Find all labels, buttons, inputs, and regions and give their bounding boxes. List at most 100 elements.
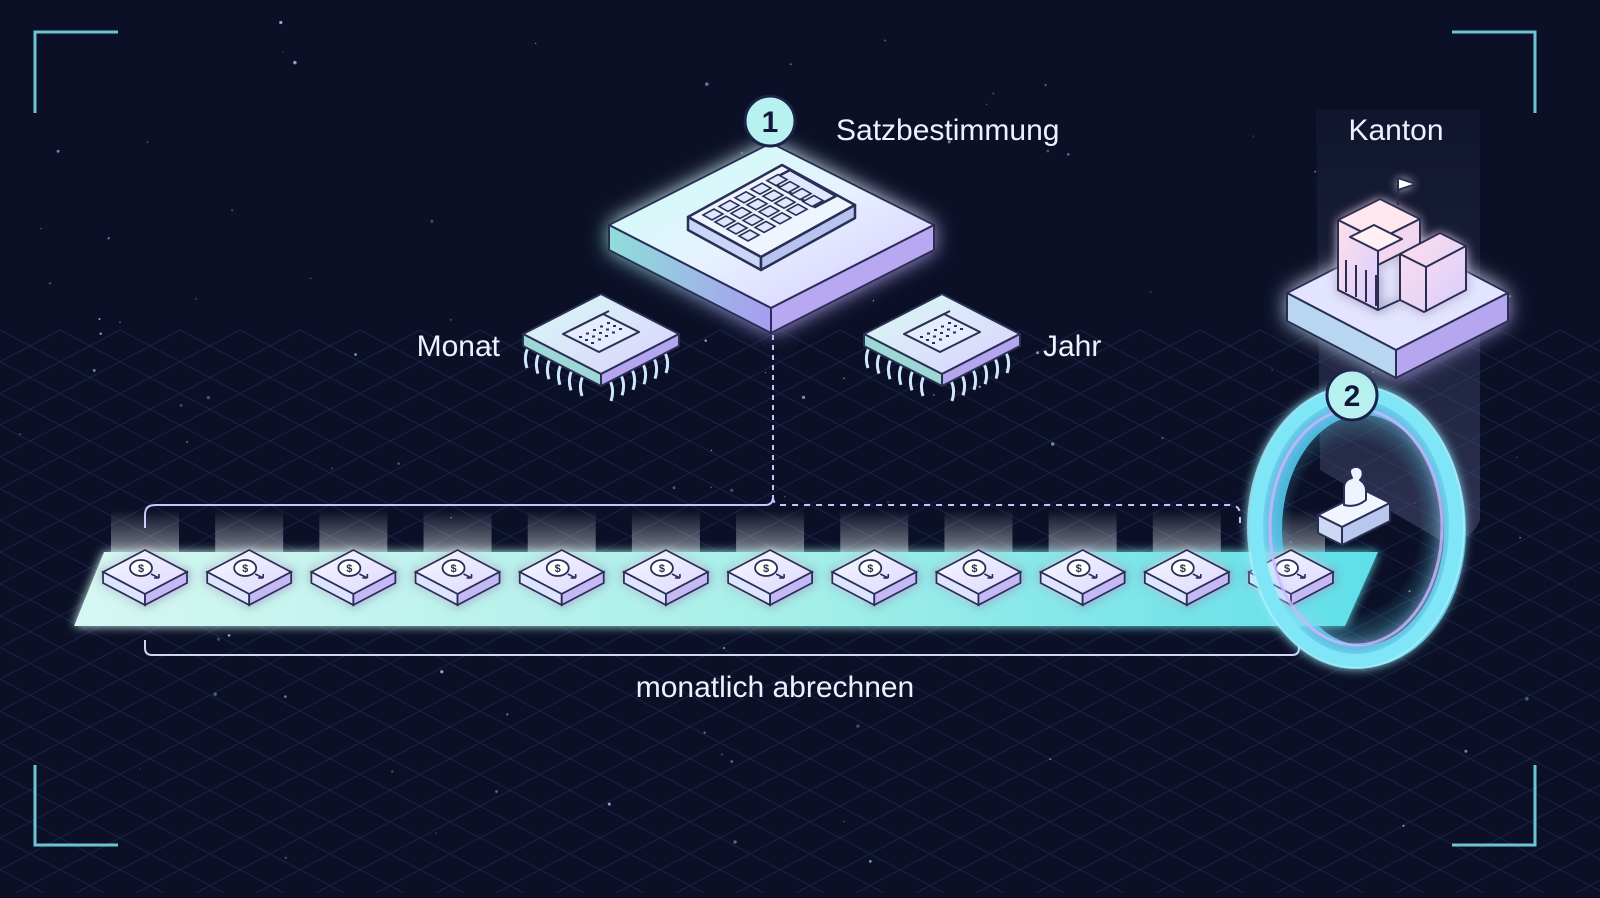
star — [1525, 697, 1529, 701]
star — [872, 300, 875, 302]
payment-tile-side — [1185, 570, 1230, 607]
calculator-key — [769, 211, 793, 225]
star — [1508, 295, 1512, 298]
calculator-key — [773, 196, 797, 210]
grid-line — [0, 329, 481, 585]
dollar-sign: $ — [346, 563, 352, 575]
grid-line — [0, 869, 45, 894]
star — [48, 281, 52, 285]
arrow — [984, 573, 994, 579]
star — [740, 151, 744, 155]
star — [282, 51, 284, 53]
star — [1314, 170, 1317, 173]
star — [723, 646, 726, 650]
star — [1049, 758, 1051, 760]
star — [1516, 456, 1518, 458]
grid-line — [1515, 847, 1600, 894]
calendar-day — [605, 335, 608, 337]
star — [92, 368, 96, 372]
step-2-number: 2 — [1344, 380, 1361, 413]
dollar-sign: $ — [867, 563, 873, 575]
calendar-day — [947, 328, 950, 331]
arrow — [879, 573, 890, 579]
grid-line — [0, 742, 285, 894]
payment-tiles: $$$$$$$$$$$$ — [101, 548, 1335, 607]
star — [99, 332, 102, 335]
star — [710, 449, 713, 452]
dollar-sign: $ — [1284, 563, 1290, 575]
star — [720, 753, 724, 756]
dollar-payment-icon: $ — [309, 548, 398, 607]
calculator-key — [717, 199, 741, 213]
coin — [858, 559, 883, 577]
grid-line — [1335, 752, 1600, 894]
frame-corner-top-right — [1452, 30, 1537, 113]
arrow — [254, 573, 264, 579]
year-label: Jahr — [1043, 330, 1101, 363]
step-1-label: Satzbestimmung — [836, 114, 1059, 147]
calculator-keys — [701, 173, 825, 242]
calendar-year-chip-icon — [863, 293, 1021, 402]
star — [139, 768, 142, 770]
grid-line — [1035, 594, 1600, 894]
calculator-key — [785, 203, 809, 217]
calendar-header — [911, 310, 951, 331]
star — [884, 39, 887, 42]
grid-line — [0, 646, 465, 894]
star — [1402, 824, 1405, 827]
arrow — [463, 573, 473, 579]
star — [293, 60, 297, 65]
arrow — [775, 573, 785, 579]
star — [1036, 351, 1040, 355]
star — [19, 432, 22, 436]
dollar-sign: $ — [1180, 563, 1186, 575]
chip-side-right — [941, 333, 1021, 387]
calculator-key — [801, 194, 825, 208]
star — [216, 637, 221, 641]
calendar-day — [934, 329, 937, 331]
dollar-payment-icon: $ — [1142, 548, 1231, 607]
star — [231, 209, 234, 212]
star — [107, 237, 110, 240]
payment-tile-side — [144, 570, 188, 607]
calculator-key — [749, 182, 773, 196]
calculator-key — [757, 204, 781, 218]
calendar-month-chip-icon — [522, 293, 680, 402]
calendar-day — [585, 339, 588, 341]
arrow — [359, 573, 369, 579]
grid-line — [0, 329, 181, 426]
calendar-day — [926, 339, 929, 341]
step-1-number: 1 — [762, 106, 779, 139]
star — [195, 298, 197, 300]
grid-line — [1079, 329, 1600, 606]
grid-line — [1379, 329, 1600, 447]
calculator-key — [789, 187, 813, 201]
dollar-sign: $ — [242, 563, 248, 575]
calculator-key — [765, 173, 789, 187]
grid-line — [959, 329, 1600, 670]
payment-tile-side — [248, 570, 293, 607]
calendar-day — [598, 338, 601, 341]
star — [331, 467, 334, 470]
payment-tile-side — [873, 570, 918, 607]
payment-tile-side — [769, 570, 813, 607]
star — [704, 339, 707, 342]
frame-corner-bottom-right — [1452, 765, 1537, 847]
dollar-payment-icon: $ — [621, 548, 710, 607]
calculator-key — [761, 189, 785, 203]
payment-tile-side — [1290, 570, 1334, 607]
star — [985, 103, 988, 106]
star — [146, 141, 149, 144]
dollar-sign: $ — [763, 563, 769, 575]
calendar-day — [933, 335, 936, 338]
star — [947, 140, 951, 144]
monthly-settlement-label: monatlich abrechnen — [636, 671, 915, 704]
dollar-sign: $ — [138, 563, 144, 575]
star — [430, 219, 434, 223]
dollar-payment-icon: $ — [517, 548, 606, 607]
calculator-key — [737, 229, 761, 242]
grid-line — [1275, 720, 1600, 894]
dollar-payment-icon: $ — [413, 548, 502, 607]
calculator-key — [733, 190, 757, 204]
